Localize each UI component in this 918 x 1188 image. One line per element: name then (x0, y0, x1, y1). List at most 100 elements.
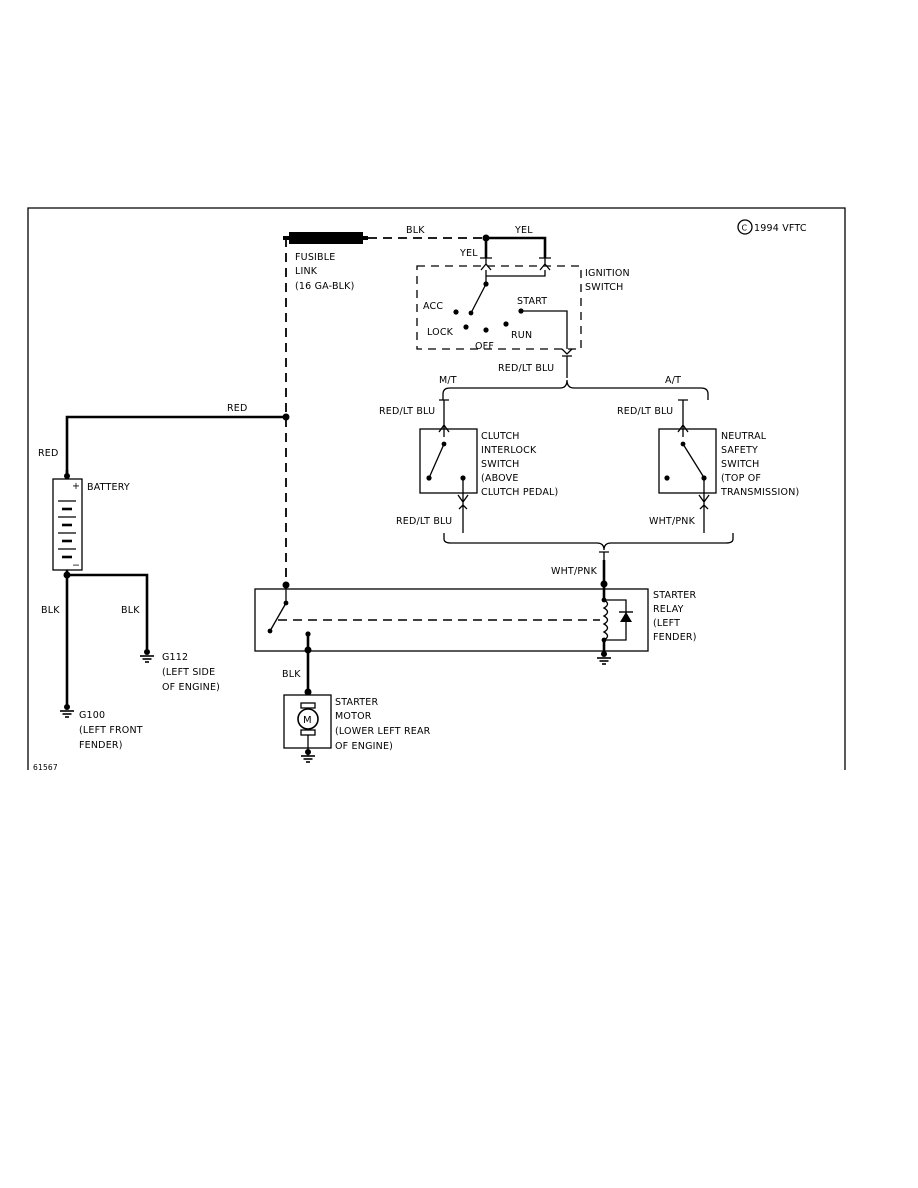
ignition-switch-box (416, 265, 582, 350)
blk-g112-wire (67, 573, 149, 652)
clutch-interlock-switch-box (419, 428, 478, 494)
neutral-switch-label: NEUTRAL (721, 431, 767, 442)
clutch-switch-input (438, 418, 450, 437)
wire-label-blk-top: BLK (406, 225, 425, 236)
ground-terminal (305, 749, 311, 755)
splice-dot (282, 413, 290, 421)
ignition-contact-lock (463, 324, 469, 330)
copyright-icon (737, 219, 753, 235)
g100-label: FENDER) (79, 740, 123, 751)
neutral-switch-blade (682, 443, 704, 477)
motor-icon (297, 708, 319, 730)
ignition-switch-label: SWITCH (585, 282, 623, 293)
g112-label: OF ENGINE) (162, 682, 220, 693)
starter-relay-label: RELAY (653, 604, 684, 615)
wire-label-blk-batt-neg: BLK (41, 605, 60, 616)
transmission-auto-label: A/T (665, 375, 681, 386)
neutral-switch-label: SWITCH (721, 459, 759, 470)
ignition-contact-run (503, 321, 509, 327)
ignition-contact-off (483, 327, 489, 333)
switch-merge-brace (443, 533, 734, 551)
copyright-text: 1994 VFTC (754, 223, 807, 234)
ignition-pos-lock: LOCK (427, 327, 454, 338)
starter-relay-label: FENDER) (653, 632, 697, 643)
ignition-switch-label: IGNITION (585, 268, 630, 279)
clutch-switch-label: (ABOVE (481, 473, 519, 484)
g100-label: (LEFT FRONT (79, 725, 143, 736)
ground-icon (597, 657, 611, 665)
battery-label: BATTERY (87, 482, 130, 493)
ground-terminal (64, 704, 70, 710)
starter-motor-label: MOTOR (335, 711, 372, 722)
wire-label-red-lt-blu-neutral-in: RED/LT BLU (617, 406, 673, 417)
fusible-link-terminal (363, 236, 368, 240)
figure-id: 61567 (33, 763, 58, 772)
clutch-switch-label: INTERLOCK (481, 445, 537, 456)
yel-wire (486, 236, 547, 258)
connector-icon (458, 504, 468, 515)
ignition-pos-start: START (517, 296, 547, 307)
connector-icon (699, 504, 709, 515)
wire-label-yel-top: YEL (514, 225, 533, 236)
ground-terminal (144, 649, 150, 655)
connector-icon (480, 257, 492, 271)
wire-label-wht-pnk-relay: WHT/PNK (551, 566, 598, 577)
copyright-mark: C (742, 224, 748, 233)
wire-label-red-batt: RED (38, 448, 59, 459)
ignition-contact (468, 310, 474, 316)
starter-motor-label: STARTER (335, 697, 379, 708)
diagram-frame (27, 207, 846, 770)
connector-icon (561, 348, 573, 357)
g112-label: G112 (162, 652, 188, 663)
motor-brush (300, 702, 316, 709)
ignition-pos-off: OFF (475, 341, 494, 352)
clutch-switch-blade (428, 443, 445, 479)
motor-symbol: M (303, 715, 312, 726)
starter-relay-label: STARTER (653, 590, 697, 601)
battery-pos-terminal (64, 473, 70, 479)
ground-icon (140, 655, 154, 663)
clutch-switch-output (457, 478, 469, 505)
connector-icon (539, 257, 551, 271)
ground-icon (301, 755, 315, 763)
fusible-link-gauge: (16 GA-BLK) (295, 281, 355, 292)
wire-label-blk-motor: BLK (282, 669, 301, 680)
connector-icon (678, 399, 688, 418)
motor-brush (300, 729, 316, 736)
g100-label: G100 (79, 710, 105, 721)
wire-label-red-lt-blu-clutch-out: RED/LT BLU (396, 516, 452, 527)
neutral-switch-contact (664, 475, 670, 481)
clutch-switch-contact (426, 475, 432, 481)
g112-label: (LEFT SIDE (162, 667, 215, 678)
neutral-switch-output (698, 478, 710, 505)
wire-label-red-lt-blu-clutch-in: RED/LT BLU (379, 406, 435, 417)
neutral-switch-label: TRANSMISSION) (720, 487, 799, 498)
ignition-pos-run: RUN (511, 330, 532, 341)
wire-label-wht-pnk-neutral-out: WHT/PNK (649, 516, 696, 527)
ignition-start-wire (521, 310, 568, 349)
neutral-safety-switch-box (658, 428, 717, 494)
battery-minus-sign: − (72, 560, 80, 571)
neutral-switch-label: (TOP OF (721, 473, 761, 484)
relay-contact-blade (269, 602, 287, 632)
transmission-split-brace (442, 379, 709, 400)
neutral-switch-input (677, 418, 689, 437)
starter-relay-box (254, 588, 649, 652)
neutral-switch-label: SAFETY (721, 445, 758, 456)
ignition-wire (486, 270, 546, 277)
battery-plus-sign: + (72, 481, 80, 492)
wire-label-red-lt-blu-ign: RED/LT BLU (498, 363, 554, 374)
fusible-link (289, 232, 363, 244)
transmission-manual-label: M/T (439, 375, 457, 386)
ignition-contact-acc (453, 309, 459, 315)
relay-contact-tip (267, 628, 273, 634)
ignition-switch-blade (470, 283, 487, 314)
splice-dot (304, 688, 312, 696)
clutch-switch-label: SWITCH (481, 459, 519, 470)
relay-coil-icon (602, 584, 609, 652)
ground-icon (60, 710, 74, 718)
connector-icon (439, 399, 449, 418)
wire-label-yel-left: YEL (459, 248, 478, 259)
starter-relay-label: (LEFT (653, 618, 680, 629)
